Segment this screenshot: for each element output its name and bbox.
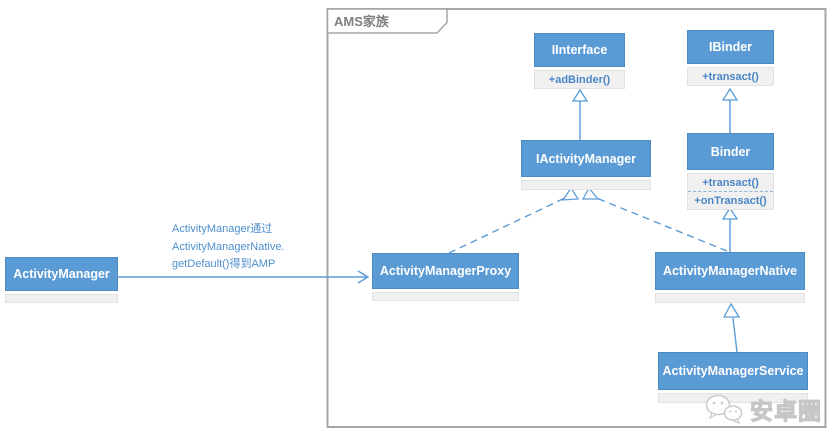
annotation-line: getDefault()得到AMP bbox=[172, 258, 276, 270]
generalization-arrow-iactivitymanager-to-iinterface bbox=[571, 88, 589, 141]
class-compartment bbox=[372, 292, 519, 301]
association-arrow-activitymanager-to-proxy bbox=[118, 270, 370, 284]
method-transact: +transact() bbox=[702, 176, 759, 189]
class-compartment bbox=[655, 293, 805, 303]
method-ontransact: +onTransact() bbox=[688, 191, 773, 209]
class-compartment bbox=[521, 180, 651, 190]
watermark: 安卓圈 bbox=[704, 392, 834, 426]
class-name-activitymanagerproxy: ActivityManagerProxy bbox=[372, 253, 519, 289]
class-box-iactivitymanager: IActivityManager bbox=[521, 140, 651, 190]
method-adbinder: +adBinder() bbox=[548, 73, 611, 86]
class-box-activitymanagerservice: ActivityManagerService bbox=[658, 352, 808, 403]
annotation-line: ActivityManager通过 bbox=[172, 223, 273, 235]
annotation-line: ActivityManagerNative. bbox=[172, 240, 285, 253]
class-compartment: +adBinder() bbox=[534, 70, 625, 89]
class-compartment bbox=[658, 393, 808, 403]
class-name-iactivitymanager: IActivityManager bbox=[521, 140, 651, 177]
frame-title-tab bbox=[326, 8, 448, 34]
watermark-text: 安卓圈 bbox=[750, 398, 822, 425]
class-box-activitymanagerproxy: ActivityManagerProxy bbox=[372, 253, 519, 301]
class-name-activitymanagernative: ActivityManagerNative bbox=[655, 252, 805, 290]
class-compartment bbox=[5, 294, 118, 303]
class-compartment: +transact() bbox=[687, 67, 774, 86]
class-box-activitymanager: ActivityManager bbox=[5, 257, 118, 303]
frame-title: AMS家族 bbox=[334, 14, 389, 29]
class-box-iinterface: IInterface +adBinder() bbox=[534, 33, 625, 89]
class-compartment: +transact() +onTransact() bbox=[687, 173, 774, 210]
generalization-arrow-service-to-native bbox=[722, 302, 741, 353]
class-box-activitymanagernative: ActivityManagerNative bbox=[655, 252, 805, 303]
wechat-logo-icon bbox=[705, 394, 743, 424]
class-name-activitymanagerservice: ActivityManagerService bbox=[658, 352, 808, 390]
class-box-ibinder: IBinder +transact() bbox=[687, 30, 774, 86]
realization-arrow-proxy-to-iactivitymanager bbox=[448, 186, 580, 254]
annotation-getdefault-note: ActivityManager通过 ActivityManagerNative.… bbox=[172, 221, 332, 274]
frame-border bbox=[326, 8, 827, 428]
generalization-arrow-binder-to-ibinder bbox=[721, 87, 739, 133]
generalization-arrow-native-to-binder bbox=[721, 206, 739, 252]
class-name-activitymanager: ActivityManager bbox=[5, 257, 118, 291]
realization-arrow-native-to-iactivitymanager bbox=[581, 186, 728, 252]
method-transact: +transact() bbox=[702, 70, 759, 83]
class-name-binder: Binder bbox=[687, 133, 774, 170]
class-box-binder: Binder +transact() +onTransact() bbox=[687, 133, 774, 210]
class-name-iinterface: IInterface bbox=[534, 33, 625, 67]
class-name-ibinder: IBinder bbox=[687, 30, 774, 64]
